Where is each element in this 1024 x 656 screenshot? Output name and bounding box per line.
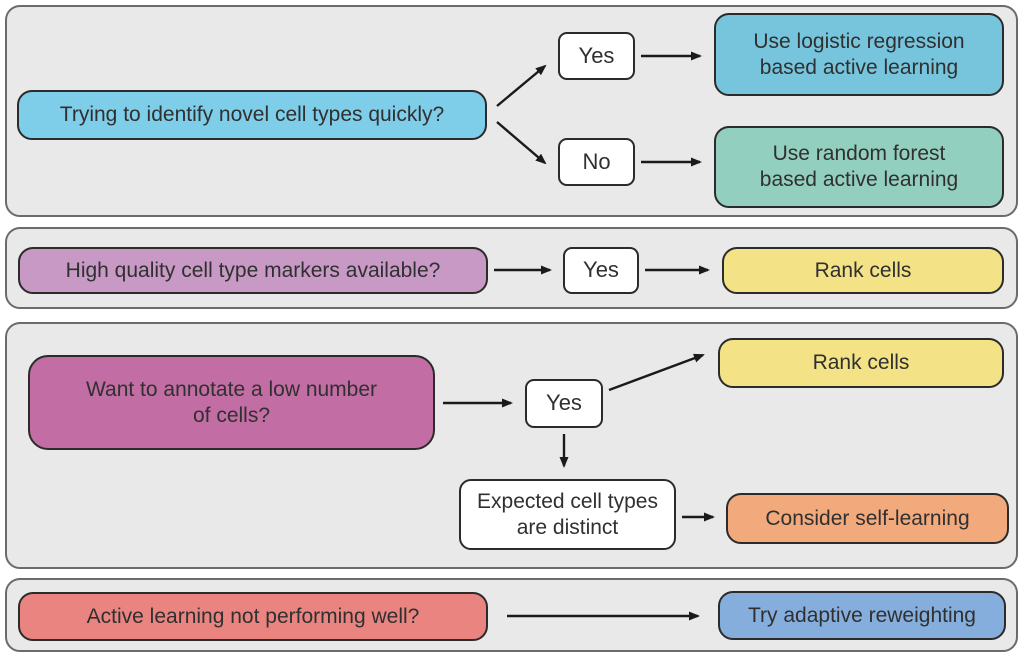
outcome-self-learning: Consider self-learning <box>726 493 1009 544</box>
yes-label-panel2: Yes <box>583 257 619 283</box>
outcome-random-forest: Use random forest based active learning <box>714 126 1004 208</box>
outcome-adaptive-reweighting-label: Try adaptive reweighting <box>747 603 976 627</box>
question-annotation-line1: Want to annotate a low number <box>85 377 378 401</box>
outcome-rank-cells-panel3: Rank cells <box>718 338 1004 388</box>
outcome-self-learning-label: Consider self-learning <box>765 506 970 530</box>
outcome-rank-cells-panel2-label: Rank cells <box>814 258 912 282</box>
question-annotation-count: Want to annotate a low number of cells? <box>28 355 435 450</box>
outcome-forest-line2: based active learning <box>759 168 959 191</box>
yes-box-panel1: Yes <box>558 32 635 80</box>
outcome-logistic-line1: Use logistic regression <box>753 29 965 53</box>
no-label-panel1: No <box>582 148 611 174</box>
outcome-rank-cells-panel2: Rank cells <box>722 247 1004 294</box>
no-box-panel1: No <box>558 138 635 186</box>
question-marker-quality-label: High quality cell type markers available… <box>65 258 441 282</box>
condition-distinct-line2: are distinct <box>516 515 619 539</box>
question-novel-cell-types-label: Trying to identify novel cell types quic… <box>59 103 445 127</box>
outcome-logistic-regression: Use logistic regression based active lea… <box>714 13 1004 96</box>
question-novel-cell-types: Trying to identify novel cell types quic… <box>17 90 487 140</box>
yes-box-panel3: Yes <box>525 379 603 428</box>
question-performance-label: Active learning not performing well? <box>86 604 420 628</box>
yes-box-panel2: Yes <box>563 247 639 294</box>
outcome-logistic-line2: based active learning <box>759 55 959 79</box>
question-annotation-line2: of cells? <box>192 403 271 427</box>
outcome-adaptive-reweighting: Try adaptive reweighting <box>718 591 1006 640</box>
question-marker-quality: High quality cell type markers available… <box>18 247 488 294</box>
yes-label-panel1: Yes <box>578 42 615 68</box>
condition-distinct-line1: Expected cell types <box>477 489 658 513</box>
outcome-rank-cells-panel3-label: Rank cells <box>812 351 910 375</box>
question-performance: Active learning not performing well? <box>18 592 488 641</box>
yes-label-panel3: Yes <box>546 390 582 416</box>
outcome-forest-line1: Use random forest <box>772 142 946 166</box>
condition-distinct-cell-types: Expected cell types are distinct <box>459 479 676 550</box>
